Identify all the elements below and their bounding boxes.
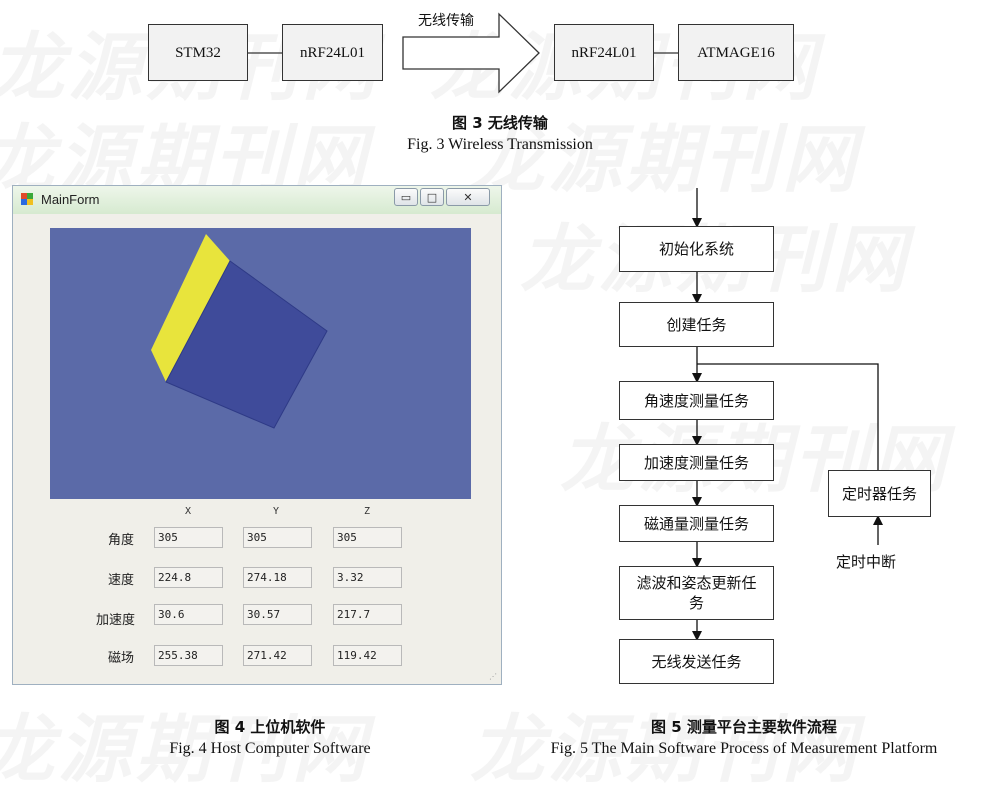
angle-z-field[interactable]: 305: [333, 527, 402, 548]
angle-x-field[interactable]: 305: [154, 527, 223, 548]
acceleration-y-field[interactable]: 30.57: [243, 604, 312, 625]
fig5-connectors: [692, 188, 883, 641]
fig3-block-stm32: STM32: [148, 24, 248, 81]
cube-front-face: [165, 260, 328, 429]
fig4-caption-en: Fig. 4 Host Computer Software: [169, 740, 371, 757]
acceleration-z-field[interactable]: 217.7: [333, 604, 402, 625]
fig3-arrow-label: 无线传输: [418, 13, 474, 29]
rotated-cube: [151, 234, 328, 429]
close-icon: ✕: [463, 190, 473, 204]
minimize-icon: ▭: [400, 190, 412, 204]
cube-side-face: [151, 234, 230, 382]
close-button[interactable]: ✕: [446, 188, 490, 206]
flow-step-init: 初始化系统: [619, 226, 774, 272]
flow-step-create-task: 创建任务: [619, 302, 774, 347]
fig5-caption-cn: 图 5 测量平台主要软件流程: [651, 718, 837, 736]
flow-step-angular-velocity: 角速度测量任务: [619, 381, 774, 420]
velocity-x-field[interactable]: 224.8: [154, 567, 223, 588]
flow-timer-interrupt-label: 定时中断: [836, 553, 897, 571]
maximize-icon: □: [426, 190, 438, 204]
fig3-connectors: [248, 12, 678, 94]
fig3-block-nrf-tx: nRF24L01: [282, 24, 383, 81]
magnetic-x-field[interactable]: 255.38: [154, 645, 223, 666]
angle-y-field[interactable]: 305: [243, 527, 312, 548]
axis-label-y: Y: [273, 506, 280, 517]
fig5-caption: 图 5 测量平台主要软件流程 Fig. 5 The Main Software …: [490, 716, 998, 760]
minimize-button[interactable]: ▭: [394, 188, 418, 206]
window-titlebar[interactable]: MainForm ▭ □ ✕: [13, 186, 501, 214]
fig3-transmission-arrow: [402, 12, 540, 94]
resize-grip-icon[interactable]: ⋰: [489, 672, 497, 681]
app-icon: [21, 193, 33, 205]
fig3-caption-en: Fig. 3 Wireless Transmission: [407, 136, 593, 153]
fig4-caption: 图 4 上位机软件 Fig. 4 Host Computer Software: [100, 716, 440, 760]
velocity-z-field[interactable]: 3.32: [333, 567, 402, 588]
window-title: MainForm: [41, 192, 100, 207]
axis-label-x: X: [185, 506, 192, 517]
fig4-caption-cn: 图 4 上位机软件: [214, 718, 326, 736]
velocity-y-field[interactable]: 274.18: [243, 567, 312, 588]
fig5-caption-en: Fig. 5 The Main Software Process of Meas…: [550, 740, 938, 757]
maximize-button[interactable]: □: [420, 188, 444, 206]
acceleration-x-field[interactable]: 30.6: [154, 604, 223, 625]
fig3-block-nrf-rx: nRF24L01: [554, 24, 654, 81]
flow-step-wireless-send: 无线发送任务: [619, 639, 774, 684]
row-label-magnetic: 磁场: [108, 651, 135, 666]
axis-label-z: Z: [364, 506, 371, 517]
flow-step-acceleration: 加速度测量任务: [619, 444, 774, 481]
fig3-caption-cn: 图 3 无线传输: [452, 114, 548, 132]
mainform-window: MainForm ▭ □ ✕ X Y Z 角度 305 305 305 速度 2…: [12, 185, 502, 685]
magnetic-y-field[interactable]: 271.42: [243, 645, 312, 666]
row-label-angle: 角度: [108, 533, 135, 548]
fig3-caption: 图 3 无线传输 Fig. 3 Wireless Transmission: [300, 112, 700, 156]
fig3-block-atmage16: ATMAGE16: [678, 24, 794, 81]
row-label-acceleration: 加速度: [96, 613, 136, 628]
magnetic-z-field[interactable]: 119.42: [333, 645, 402, 666]
row-label-velocity: 速度: [108, 573, 135, 588]
flow-timer-task: 定时器任务: [828, 470, 931, 517]
flow-step-magnetic-flux: 磁通量测量任务: [619, 505, 774, 542]
3d-viewport[interactable]: [50, 228, 471, 499]
flow-step-filter-attitude: 滤波和姿态更新任务: [619, 566, 774, 620]
